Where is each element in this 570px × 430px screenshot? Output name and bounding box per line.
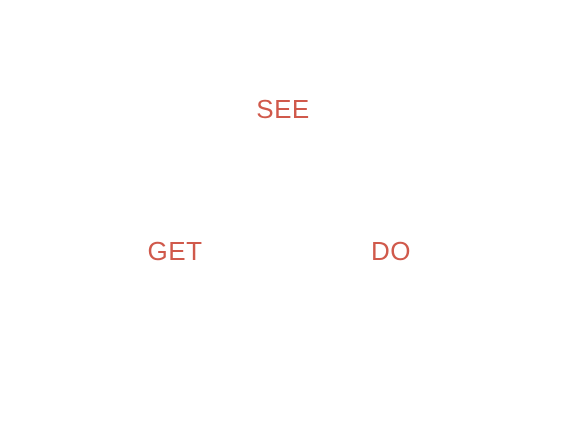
node-do-label: DO [371, 236, 411, 266]
node-see-label: SEE [256, 94, 310, 124]
node-get-label: GET [147, 236, 203, 266]
